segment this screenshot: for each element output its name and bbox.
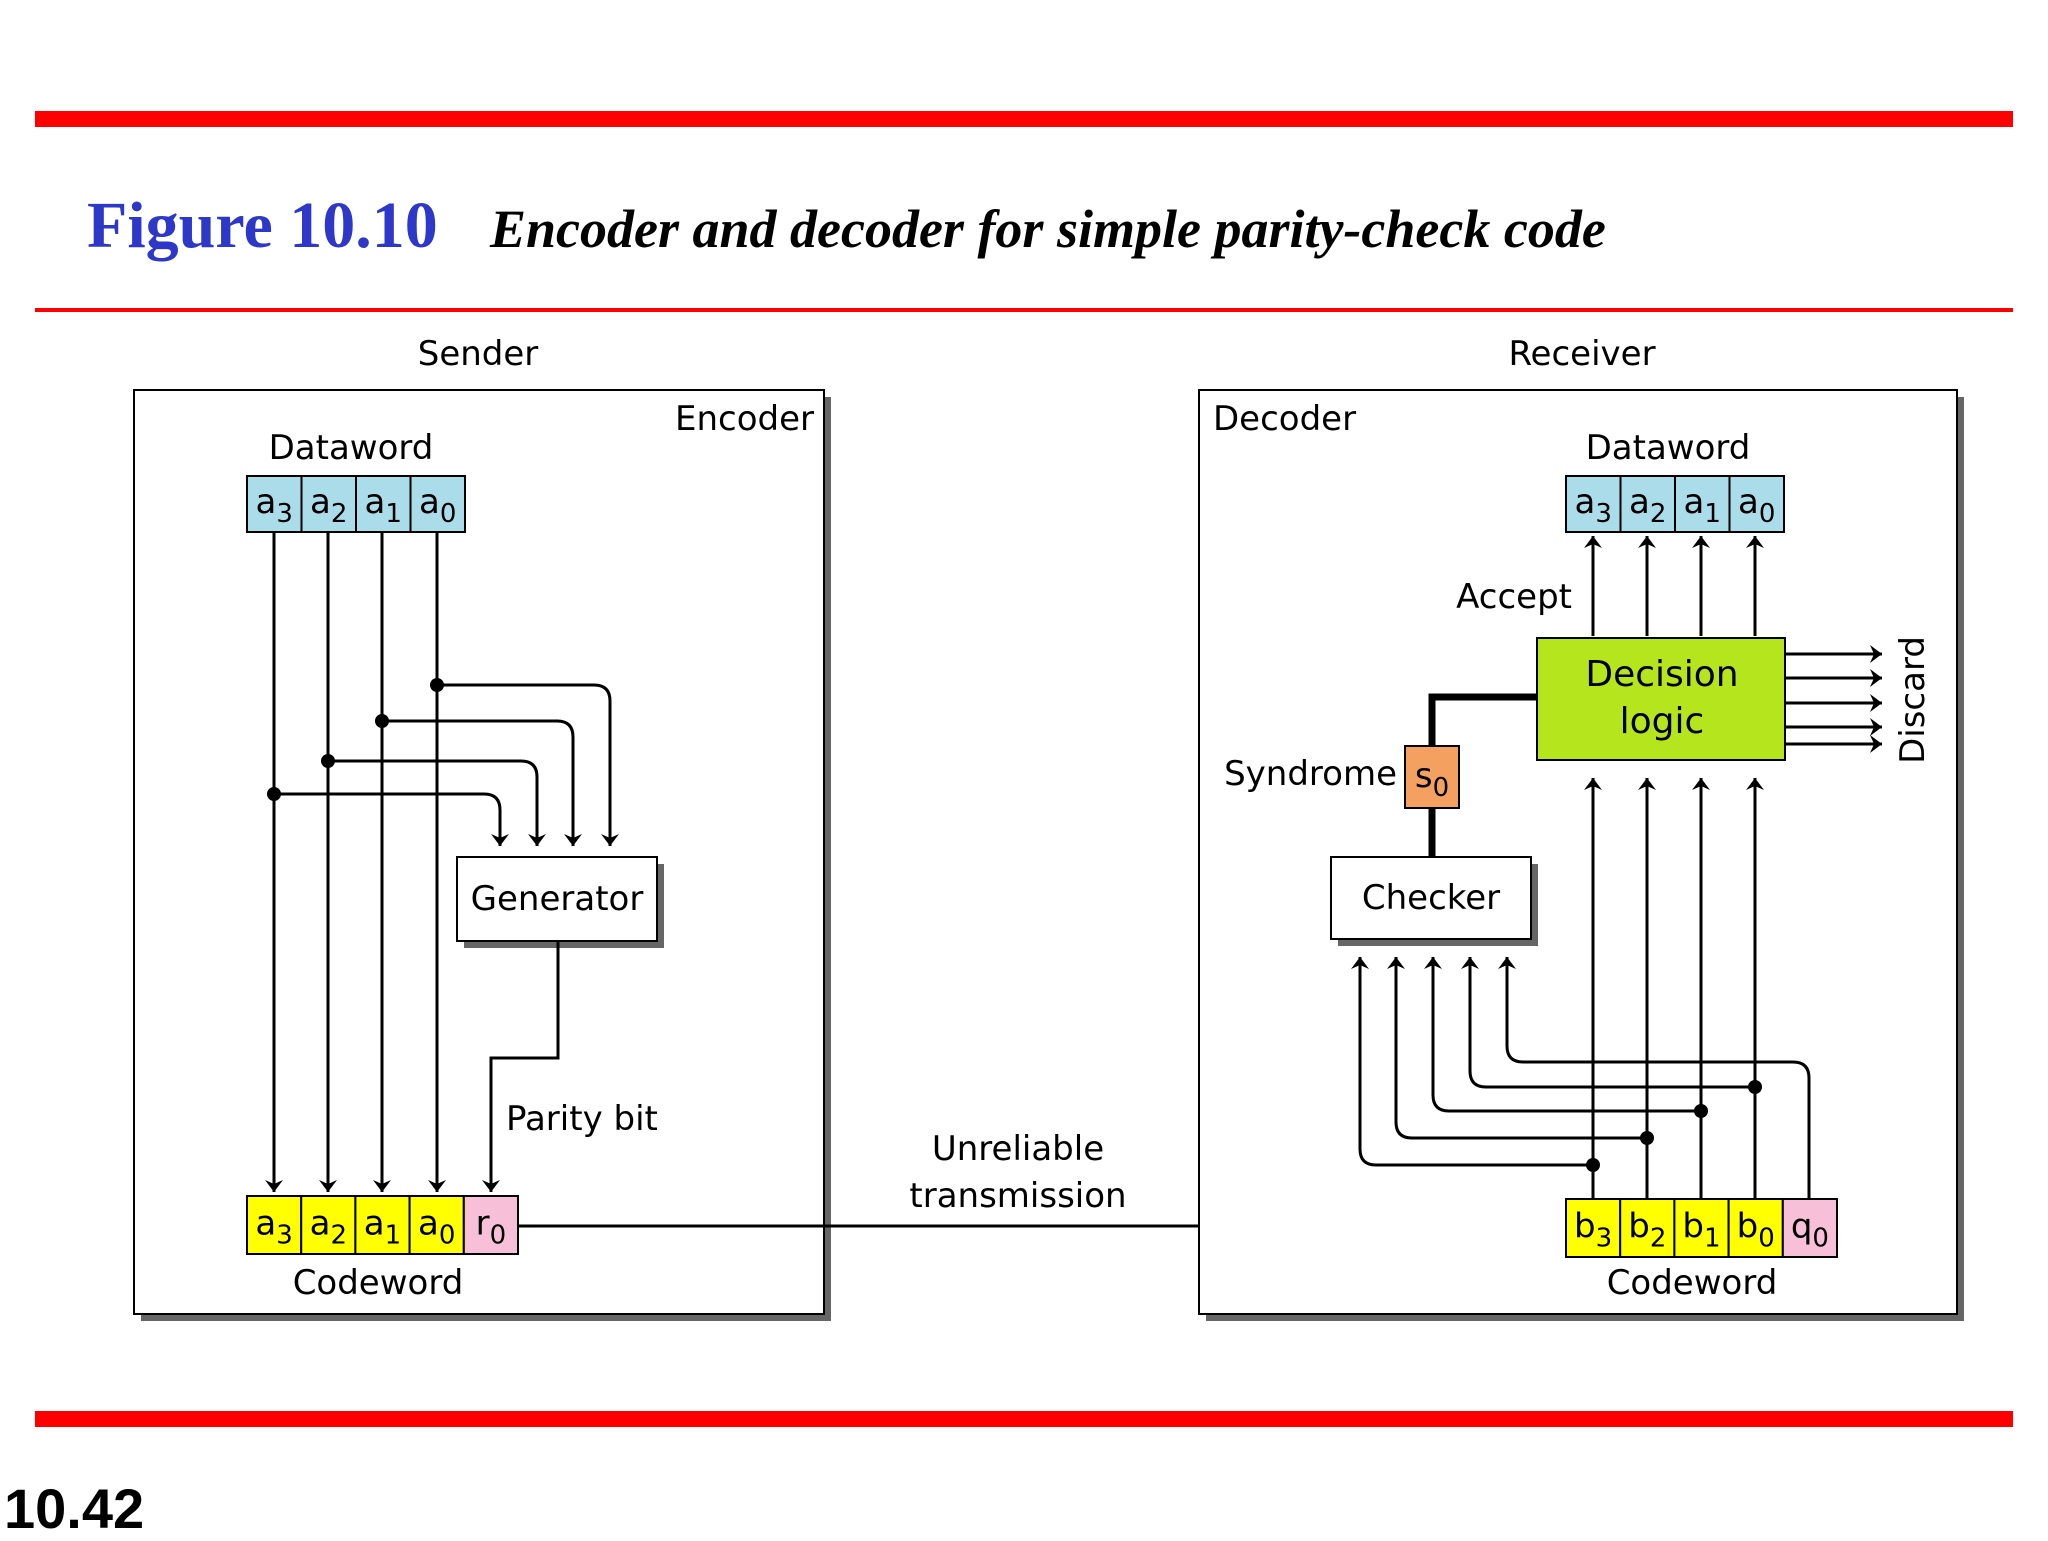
codeword-to-checker-lines [1351,957,1811,1199]
receiver-dataword-cell-a3: a3 [1565,475,1622,533]
figure-number: Figure 10.10 [87,189,438,262]
receiver-codeword-cell-b1: b1 [1673,1198,1730,1258]
parity-bit-label: Parity bit [506,1099,658,1139]
syndrome-cell: s0 [1404,745,1460,809]
syndrome-cell-s0: s0 [1404,745,1460,809]
sender-codeword-cell-r0: r0 [462,1195,519,1255]
encoder-box [133,389,825,1315]
decoder-label: Decoder [1213,399,1356,439]
channel-label-line1: Unreliable [932,1129,1104,1169]
decoder-box [1198,389,1958,1315]
top-rule [35,111,2013,127]
receiver-codeword-label: Codeword [1607,1263,1778,1303]
sender-data-lines [265,532,446,1192]
encoder-label: Encoder [675,399,814,439]
sender-codeword-cell-a2: a2 [300,1195,357,1255]
checker-box [1330,856,1532,940]
accept-lines [1584,536,1764,636]
sender-dataword-cell-a3: a3 [246,475,303,533]
receiver-codeword-cell-b0: b0 [1727,1198,1784,1258]
sender-heading: Sender [418,334,539,374]
decision-label-line2: logic [1620,701,1705,742]
svg-text:a2: a2 [310,1203,347,1250]
decision-logic-box [1536,637,1786,761]
sender-dataword-label: Dataword [269,428,434,468]
sender-dataword-cell-a0: a0 [409,475,466,533]
receiver-dataword-cell-a0: a0 [1728,475,1785,533]
codeword-to-decision-lines [1584,778,1764,1199]
sender-codeword-cell-a3: a3 [246,1195,303,1255]
generator-box [456,856,658,942]
slide-number: 10.42 [4,1477,145,1540]
caption-rule [35,308,2013,312]
generator-label: Generator [471,879,644,919]
receiver-codeword-cell-b2: b2 [1619,1198,1676,1258]
sender-codeword-cell-a1: a1 [354,1195,411,1255]
sender-codeword-cell-a0: a0 [408,1195,465,1255]
parity-line [482,941,560,1192]
svg-text:a2: a2 [1629,482,1666,529]
sender-codeword-label: Codeword [293,1263,464,1303]
receiver-dataword-label: Dataword [1586,428,1751,468]
receiver-codeword-cell-b3: b3 [1565,1198,1622,1258]
bottom-rule [35,1411,2013,1427]
accept-label: Accept [1456,577,1572,617]
sender-dataword-cell-a2: a2 [300,475,357,533]
discard-label: Discard [1893,636,1933,764]
discard-lines [1785,645,1882,753]
receiver-heading: Receiver [1508,334,1655,374]
receiver-junctions [1586,1080,1762,1172]
syndrome-label: Syndrome [1224,754,1397,794]
receiver-dataword-cell-a1: a1 [1674,475,1731,533]
receiver-codeword-cell-q0: q0 [1781,1198,1839,1258]
receiver-dataword-cell-a2: a2 [1619,475,1676,533]
figure-caption: Encoder and decoder for simple parity-ch… [490,199,1606,259]
checker-label: Checker [1362,878,1500,918]
syndrome-path [1428,693,1537,857]
decision-label-line1: Decision [1585,654,1738,695]
sender-generator-taps [274,683,619,846]
channel-label-line2: transmission [909,1176,1126,1216]
svg-text:s0: s0 [1415,756,1449,803]
sender-dataword-cell-a1: a1 [355,475,412,533]
sender-junctions [267,678,444,801]
